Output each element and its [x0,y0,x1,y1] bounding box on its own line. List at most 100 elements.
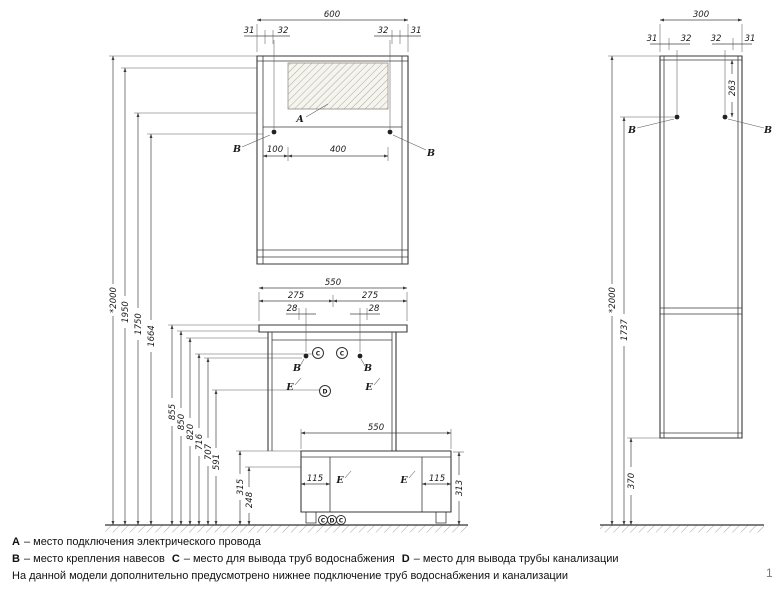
dim-label-315: 315 [236,479,246,495]
legend-key-a: A [12,536,20,548]
lamp-panel-hatch [288,63,388,109]
legend-note-text: На данной модели дополнительно предусмот… [12,570,569,582]
dim-label-820: 820 [186,424,196,440]
dim-label-base-width: 550 [368,423,384,433]
mirror-callouts: A B B [232,104,435,159]
callout-b-left: B [232,144,241,155]
dim-label-591: 591 [212,454,222,470]
height-dims-left: *2000 1950 1750 1664 855 850 820 [109,56,319,526]
dim-label-mirror-width: 600 [324,10,340,20]
dim-label-offset-31: 31 [411,26,422,36]
base-foot-right [436,512,446,523]
dim-tall-heights: 263 *2000 1737 370 [608,56,738,526]
dim-vanity-width: 550 275 275 28 28 [259,278,407,352]
dim-label-base-inset-right: 115 [429,474,445,484]
drawing-line [728,119,764,128]
legend-line-a: A– место подключения электрического пров… [12,536,265,548]
port-letter: C [339,518,344,525]
callout-e-base-right: E [399,475,408,486]
legend-text-d: – место для вывода трубы канализации [413,553,619,565]
legend-text-c: – место для вывода труб водоснабжения [183,553,395,565]
base-foot-left [306,512,316,523]
base-unit [301,451,451,512]
dim-mirror-edge-offsets: 31 32 32 31 [244,26,422,44]
dim-label-hanger-offset: 28 [369,304,380,314]
port-letter-c: C [340,351,345,358]
callout-e-left: E [285,382,294,393]
drawing-line [300,359,304,366]
mounting-point-left [271,129,277,135]
dim-label-855: 855 [168,404,178,420]
drawing-line [306,104,328,117]
drawing-line [295,378,301,385]
callout-b-right: B [363,363,372,374]
dim-label-tall-holes-height: 1737 [620,319,630,341]
legend-text-b: – место крепления навесов [23,553,165,565]
dim-label-tall-total-height: *2000 [608,287,618,313]
hanger-point-right [357,353,363,359]
callout-a: A [295,114,303,125]
dim-label-offset-32: 32 [711,34,722,44]
dim-label-offset-31: 31 [745,34,756,44]
port-letter: C [321,518,326,525]
dim-label-half-right: 275 [362,291,378,301]
drawing-line [393,135,426,150]
tall-mounting-point-right [722,114,728,120]
ground-hatch-left [105,525,468,533]
dim-label-707: 707 [204,443,214,460]
dim-label-vanity-width: 550 [325,278,341,288]
dim-mirror-width: 600 [257,10,408,52]
callout-b-left: B [292,363,301,374]
page-number: 1 [766,566,773,580]
water-supply-port-right [337,348,348,359]
drawing-line [409,471,415,478]
drain-port [320,386,331,397]
dim-label-tall-width: 300 [693,10,709,20]
legend-line-bcd: B– место крепления навесов C– место для … [12,553,623,565]
drawing-line [374,378,380,385]
tall-cabinet-outline [660,56,742,438]
callout-b-right: B [426,148,435,159]
mirror-outline [257,56,408,264]
mounting-point-right [387,129,393,135]
legend-key-c: C [171,553,180,565]
dim-label-716: 716 [195,433,205,450]
legend-text-a: – место подключения электрического прово… [23,536,261,548]
legend-note: На данной модели дополнительно предусмот… [12,570,572,582]
dim-label-offset-32: 32 [681,34,692,44]
ground-line-right [600,525,764,533]
ground-line-left [105,525,468,533]
legend-key-b: B [12,553,20,565]
ground-hatch-right [600,525,764,533]
drawing-line [345,471,351,478]
drawing-line [361,359,365,366]
callout-e-right: E [364,382,373,393]
dim-label-offset-32: 32 [378,26,389,36]
mirror-front-view [257,40,408,264]
dim-tall-width: 300 31 32 32 31 [647,10,756,52]
dim-label-1750: 1750 [134,313,144,335]
dim-label-lamp-width: 400 [330,145,346,155]
dim-label-offset-31: 31 [647,34,658,44]
dim-label-total-height: *2000 [109,287,119,313]
water-supply-port-left [313,348,324,359]
legend-key-d: D [401,553,410,565]
dim-label-1950: 1950 [121,301,131,323]
dim-label-offset-32: 32 [278,26,289,36]
port-letter-c: C [316,351,321,358]
dim-label-offset-31: 31 [244,26,255,36]
dim-label-850: 850 [177,414,187,430]
callout-b-tall-left: B [627,125,636,136]
dim-label-248: 248 [245,491,255,508]
port-letter: D [330,518,335,525]
dim-label-tall-clearance: 370 [627,473,637,489]
drawing-line [242,135,270,147]
dim-label-base-inset-left: 115 [307,474,323,484]
hanger-point-left [303,353,309,359]
tall-callouts: B B [627,119,772,136]
dim-label-half-left: 275 [288,291,304,301]
tall-mounting-point-left [674,114,680,120]
port-letter-d: D [323,389,328,396]
